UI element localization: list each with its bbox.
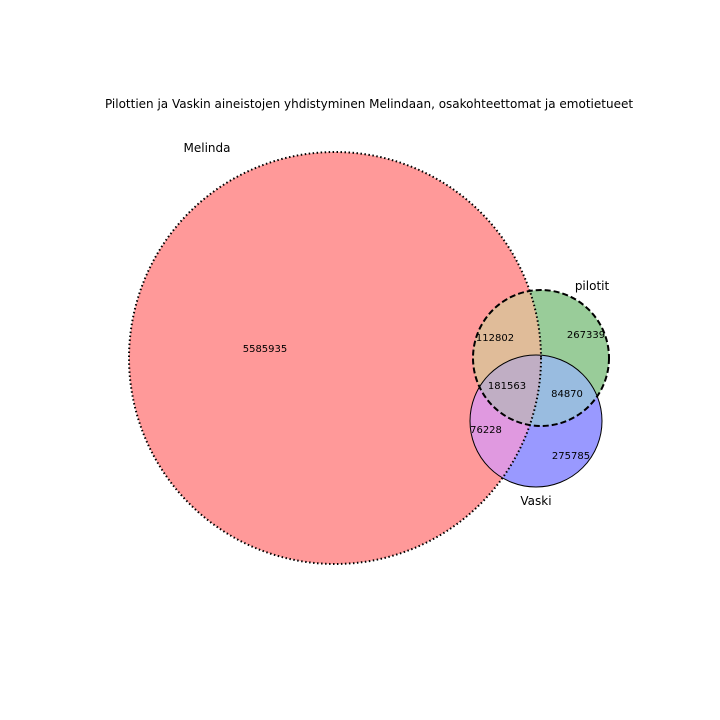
set-labels: Melinda pilotit Vaski	[184, 141, 610, 508]
region-value-pilotit-vaski: 84870	[551, 389, 583, 400]
region-value-pilotit-only: 267339	[567, 330, 605, 341]
region-value-melinda-vaski: 76228	[470, 425, 502, 436]
venn-regions	[129, 152, 609, 564]
set-label-melinda: Melinda	[184, 141, 231, 155]
region-value-melinda-only: 5585935	[243, 344, 288, 355]
region-value-melinda-pilotit: 112802	[476, 333, 514, 344]
set-label-vaski: Vaski	[520, 494, 551, 508]
region-value-all-three: 181563	[488, 381, 526, 392]
set-label-pilotit: pilotit	[575, 279, 610, 293]
melinda-fill	[129, 152, 541, 564]
venn-outlines	[128, 151, 610, 565]
melinda-outline	[128, 151, 542, 565]
chart-title: Pilottien ja Vaskin aineistojen yhdistym…	[105, 97, 633, 111]
region-values: 5585935 267339 275785 112802 76228 84870…	[243, 330, 605, 462]
pilotit-outline	[472, 289, 610, 427]
region-value-vaski-only: 275785	[552, 451, 590, 462]
vaski-outline	[469, 354, 603, 488]
